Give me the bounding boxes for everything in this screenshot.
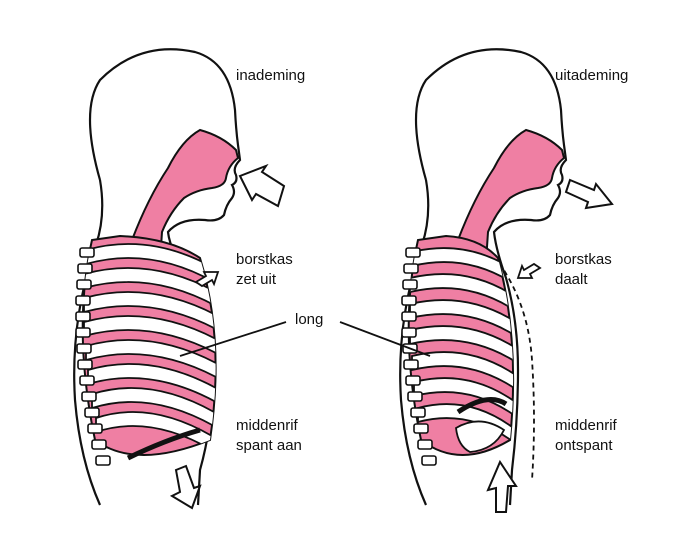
arrow-down-icon xyxy=(169,464,202,510)
left-ribcage xyxy=(75,234,217,466)
right-chest-label-2: daalt xyxy=(555,271,588,288)
lung-leader-right xyxy=(339,321,431,357)
arrow-up-icon xyxy=(486,459,518,513)
left-airway xyxy=(126,128,240,263)
left-diaphragm-label-2: spant aan xyxy=(236,437,302,454)
arrow-out-icon xyxy=(564,178,614,210)
arrow-chest-in-icon xyxy=(516,262,542,279)
right-chest-label-1: borstkas xyxy=(555,251,612,268)
left-diaphragm-label-1: middenrif xyxy=(236,417,298,434)
right-title: uitademing xyxy=(555,67,629,84)
right-diaphragm-label-1: middenrif xyxy=(555,417,617,434)
lung-label: long xyxy=(295,311,324,328)
left-figure xyxy=(73,48,286,510)
arrow-chest-out-icon xyxy=(194,271,220,288)
right-airway xyxy=(452,128,566,263)
right-diaphragm-label-2: ontspant xyxy=(555,437,613,454)
left-title: inademing xyxy=(236,67,306,84)
left-chest-label-1: borstkas xyxy=(236,251,293,268)
lung-leader-left xyxy=(179,321,287,357)
left-chest-label-2: zet uit xyxy=(236,271,277,288)
arrow-in-icon xyxy=(238,163,286,208)
